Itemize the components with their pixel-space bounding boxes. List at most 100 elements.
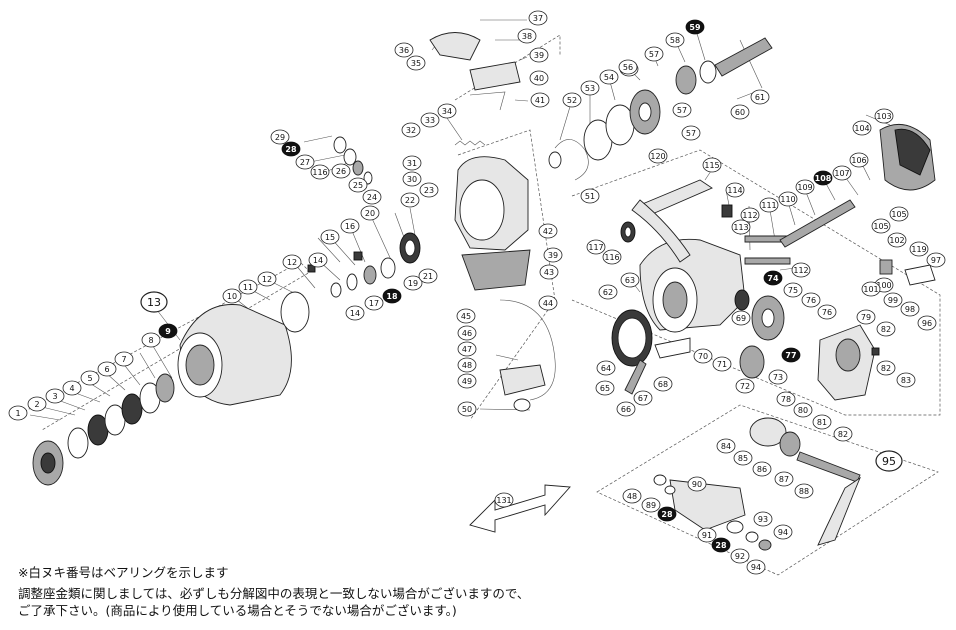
callout-number: 13 (147, 296, 161, 309)
callout-bubble (644, 46, 664, 62)
callout-number: 12 (287, 258, 297, 267)
callout-p66: 66 (616, 401, 636, 417)
callout-p96: 96 (917, 315, 937, 331)
callout-number: 73 (773, 373, 783, 382)
callout-bubble (876, 360, 896, 376)
callout-p23: 23 (419, 182, 439, 198)
callout-p102: 102 (887, 232, 907, 248)
callout-bubble (653, 376, 673, 392)
callout-number: 58 (670, 36, 680, 45)
handle-shaft-88 (796, 451, 861, 483)
callout-number: 24 (367, 193, 377, 202)
callout-p12b: 12 (282, 254, 302, 270)
callout-number: 64 (601, 364, 611, 373)
callout-bubble (633, 390, 653, 406)
callout-p115: 115 (702, 157, 722, 173)
callout-bubble (27, 396, 47, 412)
callout-bubble (712, 356, 732, 372)
callout-number: 1 (15, 409, 20, 418)
handle-cap-84 (749, 417, 787, 447)
callout-bubble (270, 129, 290, 145)
callout-number: 22 (405, 196, 415, 205)
callout-p40: 40 (529, 70, 549, 86)
rotor-drive-parts (307, 32, 556, 412)
callout-bubble (62, 380, 82, 396)
callout-bubble (733, 450, 753, 466)
callout-number: 97 (931, 256, 941, 265)
callout-number: 8 (148, 336, 153, 345)
callout-number: 87 (779, 475, 789, 484)
callout-bubble (697, 527, 717, 543)
callout-number: 48 (462, 361, 472, 370)
callout-bubble (812, 414, 832, 430)
callout-bubble (871, 218, 891, 234)
callout-p104: 104 (852, 120, 872, 136)
callout-p117: 117 (586, 239, 606, 255)
callout-number: 116 (604, 253, 619, 262)
callout-p29: 29 (270, 129, 290, 145)
callout-bubble (750, 89, 770, 105)
callout-p82a: 82 (876, 321, 896, 337)
callout-number: 3 (52, 392, 57, 401)
callout-bubble (687, 476, 707, 492)
handle-parts (653, 417, 861, 551)
callout-bubble (753, 511, 773, 527)
callout-bubble (731, 219, 751, 235)
callout-bubble (856, 309, 876, 325)
callout-p98: 98 (900, 301, 920, 317)
rotor-group-outline (457, 129, 556, 421)
callout-bubble (817, 304, 837, 320)
main-shaft-60 (714, 37, 773, 77)
callout-number: 28 (715, 541, 727, 550)
callout-p34: 34 (437, 103, 457, 119)
callout-p68: 68 (653, 376, 673, 392)
callout-p33: 33 (420, 112, 440, 128)
callout-p41: 41 (530, 92, 550, 108)
callout-number: 112 (742, 211, 757, 220)
callout-bubble (596, 360, 616, 376)
callout-number: 131 (496, 496, 511, 505)
callout-number: 95 (882, 455, 896, 468)
callout-number: 102 (889, 236, 904, 245)
callout-p53: 53 (580, 80, 600, 96)
callout-number: 63 (625, 276, 635, 285)
callout-number: 33 (425, 116, 435, 125)
callout-p45: 45 (456, 308, 476, 324)
callout-bubble (403, 275, 423, 291)
callout-bubble (795, 179, 815, 195)
callout-p58: 58 (665, 32, 685, 48)
callout-number: 88 (799, 487, 809, 496)
callout-p112b: 112 (791, 262, 811, 278)
callout-bubble (530, 92, 550, 108)
callout-number: 89 (646, 501, 656, 510)
callout-bubble (776, 391, 796, 407)
callout-p89: 89 (641, 497, 661, 513)
callout-number: 74 (767, 274, 779, 283)
roller-parts (548, 37, 773, 181)
callout-bubble (45, 388, 65, 404)
callout-number: 27 (300, 158, 310, 167)
callout-number: 82 (881, 325, 891, 334)
callout-bubble (457, 357, 477, 373)
callout-p10: 10 (222, 288, 242, 304)
callout-bubble (345, 305, 365, 321)
callout-bubble (140, 291, 168, 313)
callout-number: 115 (704, 161, 719, 170)
callout-p108: 108 (813, 170, 833, 186)
callout-number: 93 (758, 515, 768, 524)
callout-p35: 35 (406, 55, 426, 71)
callout-number: 29 (275, 133, 285, 142)
callout-bubble (833, 426, 853, 442)
callout-bubble (281, 141, 301, 157)
callout-number: 41 (535, 96, 545, 105)
callout-p94a: 94 (773, 524, 793, 540)
handle-bearing-85 (779, 431, 801, 457)
callout-p16: 16 (340, 218, 360, 234)
callout-p75: 75 (783, 282, 803, 298)
callout-bubble (917, 315, 937, 331)
callout-bubble (364, 295, 384, 311)
callout-bubble (586, 239, 606, 255)
callout-number: 51 (585, 192, 595, 201)
callout-bubble (861, 281, 881, 297)
